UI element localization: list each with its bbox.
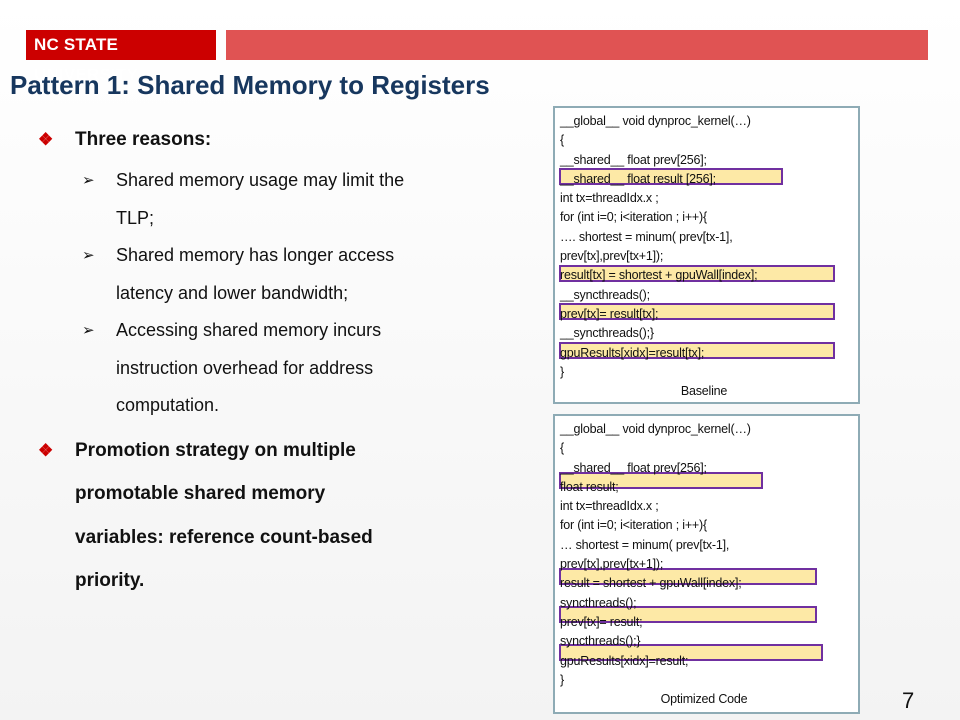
sub-bullet-line: Accessing shared memory incurs bbox=[116, 320, 382, 340]
bullet-list: ❖ Three reasons: ➢ Shared memory usage m… bbox=[38, 118, 498, 603]
bullet-three-reasons: ❖ Three reasons: bbox=[38, 118, 498, 162]
optimized-caption: Optimized Code bbox=[660, 692, 748, 707]
highlight-box bbox=[559, 342, 835, 359]
bullet-line: priority. bbox=[75, 570, 145, 591]
optimized-code-panel: __global__ void dynproc_kernel(…) { __sh… bbox=[553, 414, 860, 714]
sub-bullet-overhead: ➢ Accessing shared memory incurs instruc… bbox=[38, 312, 498, 425]
diamond-bullet-icon: ❖ bbox=[38, 130, 54, 149]
sub-bullet-line: Shared memory usage may limit the bbox=[116, 170, 405, 190]
bullet-line: Promotion strategy on multiple bbox=[75, 439, 356, 461]
code-line: for (int i=0; i<iteration ; i++){ bbox=[560, 518, 707, 533]
baseline-caption: Baseline bbox=[680, 384, 728, 399]
code-line: prev[tx]= result[tx]; bbox=[560, 306, 659, 321]
code-line: { bbox=[560, 441, 564, 456]
university-logo: NC STATE UNIVERSITY bbox=[26, 30, 216, 84]
arrow-bullet-icon: ➢ bbox=[82, 247, 95, 264]
code-line: prev[tx]= result; bbox=[560, 614, 643, 629]
code-line: syncthreads();} bbox=[560, 634, 641, 649]
sub-bullet-line: TLP; bbox=[116, 207, 155, 228]
code-line: __shared__ float result [256]; bbox=[560, 171, 716, 186]
code-line: prev[tx],prev[tx+1]); bbox=[560, 557, 664, 572]
code-line: int tx=threadIdx.x ; bbox=[560, 191, 659, 206]
code-line: gpuResults[xidx]=result; bbox=[560, 653, 689, 668]
code-line: { bbox=[560, 133, 564, 148]
bullet-line: promotable shared memory bbox=[75, 483, 326, 504]
arrow-bullet-icon: ➢ bbox=[82, 322, 95, 339]
sub-bullet-tlp: ➢ Shared memory usage may limit the TLP; bbox=[38, 162, 498, 237]
page-number: 7 bbox=[902, 688, 915, 713]
sub-bullet-latency: ➢ Shared memory has longer access latenc… bbox=[38, 237, 498, 312]
sub-bullet-line: instruction overhead for address bbox=[116, 357, 374, 378]
code-line: float result; bbox=[560, 479, 619, 494]
code-line: gpuResults[xidx]=result[tx]; bbox=[560, 345, 705, 360]
bullet-line: variables: reference count-based bbox=[75, 526, 373, 548]
highlight-box bbox=[559, 644, 823, 661]
code-line: for (int i=0; i<iteration ; i++){ bbox=[560, 210, 707, 225]
code-line: … shortest = minum( prev[tx-1], bbox=[560, 537, 730, 552]
header-bar bbox=[226, 30, 928, 60]
arrow-bullet-icon: ➢ bbox=[82, 172, 95, 189]
code-line: int tx=threadIdx.x ; bbox=[560, 499, 659, 514]
code-line: …. shortest = minum( prev[tx-1], bbox=[560, 229, 733, 244]
optimized-code: __global__ void dynproc_kernel(…) { __sh… bbox=[555, 416, 858, 709]
code-line: result[tx] = shortest + gpuWall[index]; bbox=[560, 268, 758, 283]
bullet-text: Three reasons: bbox=[75, 129, 212, 150]
sub-bullet-line: latency and lower bandwidth; bbox=[116, 282, 349, 303]
sub-bullet-line: Shared memory has longer access bbox=[116, 245, 395, 265]
highlight-box bbox=[559, 472, 763, 489]
highlight-box bbox=[559, 168, 783, 185]
code-line: syncthreads(); bbox=[560, 595, 637, 610]
code-line: __syncthreads(); bbox=[560, 287, 650, 302]
sub-bullet-line: computation. bbox=[116, 395, 220, 415]
code-line: __shared__ float prev[256]; bbox=[560, 460, 707, 475]
highlight-box bbox=[559, 606, 817, 623]
baseline-code: __global__ void dynproc_kernel(…) { __sh… bbox=[555, 108, 858, 401]
highlight-box bbox=[559, 265, 835, 282]
highlight-box bbox=[559, 303, 835, 320]
code-line: } bbox=[560, 364, 564, 379]
slide-title: Pattern 1: Shared Memory to Registers bbox=[10, 70, 490, 100]
code-line: __syncthreads();} bbox=[560, 326, 654, 341]
code-line: __shared__ float prev[256]; bbox=[560, 152, 707, 167]
code-line: prev[tx],prev[tx+1]); bbox=[560, 249, 664, 264]
bullet-promotion-strategy: ❖ Promotion strategy on multiple promota… bbox=[38, 429, 498, 603]
code-line: __global__ void dynproc_kernel(…) bbox=[560, 114, 751, 128]
baseline-code-panel: __global__ void dynproc_kernel(…) { __sh… bbox=[553, 106, 860, 404]
code-line: result = shortest + gpuWall[index]; bbox=[560, 576, 742, 591]
highlight-box bbox=[559, 568, 817, 585]
diamond-bullet-icon: ❖ bbox=[38, 440, 54, 460]
code-line: } bbox=[560, 672, 564, 687]
code-line: __global__ void dynproc_kernel(…) bbox=[560, 422, 751, 436]
